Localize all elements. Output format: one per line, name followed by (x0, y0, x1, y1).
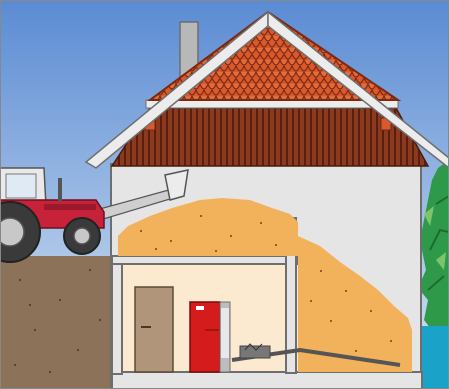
wood-chip-boiler-icon (190, 302, 230, 372)
left-basement-wall (112, 264, 122, 374)
soil (0, 256, 112, 389)
eave-board (146, 100, 398, 108)
water (420, 326, 449, 389)
roof-beams (112, 108, 428, 166)
basement-floor (112, 372, 422, 389)
ceiling-slab (112, 256, 298, 264)
door-icon (135, 287, 173, 372)
